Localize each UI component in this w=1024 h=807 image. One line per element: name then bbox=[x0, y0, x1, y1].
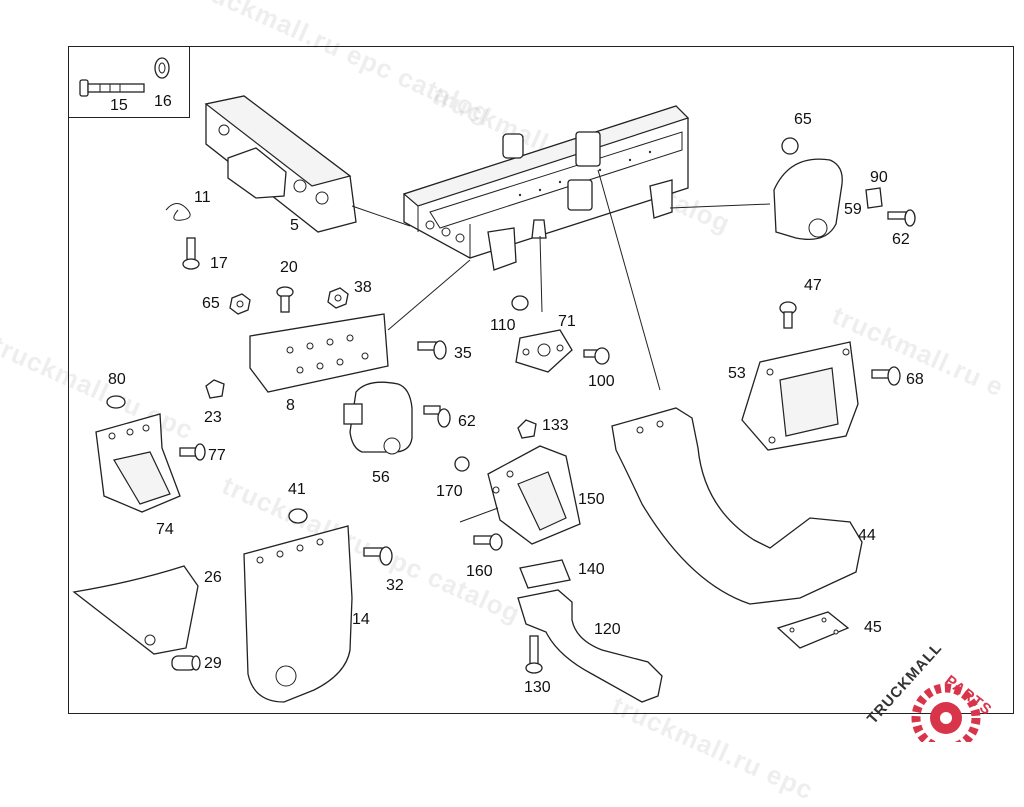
bracket-120 bbox=[517, 589, 663, 703]
leader-line-160 bbox=[459, 507, 499, 523]
bolt-62-lower bbox=[423, 405, 451, 428]
callout-16: 16 bbox=[154, 93, 172, 110]
plate-90 bbox=[865, 187, 883, 209]
washer-170 bbox=[454, 456, 470, 472]
callout-170: 170 bbox=[436, 483, 463, 500]
callout-130: 130 bbox=[524, 679, 551, 696]
bolt-20 bbox=[276, 286, 294, 313]
callout-53: 53 bbox=[728, 365, 746, 382]
callout-100: 100 bbox=[588, 373, 615, 390]
bracket-150 bbox=[487, 445, 581, 545]
spring-shackle-56 bbox=[343, 381, 413, 455]
bolt-17 bbox=[182, 237, 200, 270]
washer-16 bbox=[154, 57, 170, 79]
callout-35: 35 bbox=[454, 345, 472, 362]
chassis-frame bbox=[402, 105, 690, 271]
callout-90: 90 bbox=[870, 169, 888, 186]
washer-80 bbox=[106, 395, 126, 409]
callout-20: 20 bbox=[280, 259, 298, 276]
plate-45 bbox=[776, 611, 850, 649]
bolt-68 bbox=[871, 366, 901, 386]
bolt-130 bbox=[525, 635, 543, 674]
callout-59: 59 bbox=[844, 201, 862, 218]
callout-68: 68 bbox=[906, 371, 924, 388]
bracket-44 bbox=[611, 407, 863, 605]
nut-38 bbox=[327, 287, 349, 309]
bushing-29 bbox=[171, 655, 201, 671]
shackle-59 bbox=[773, 158, 843, 241]
callout-110: 110 bbox=[490, 317, 516, 334]
truckmall-logo bbox=[911, 683, 981, 750]
crossmember-5 bbox=[204, 95, 357, 233]
leader-line-59 bbox=[669, 203, 771, 209]
washer-110 bbox=[511, 295, 529, 311]
callout-14: 14 bbox=[352, 611, 370, 628]
callout-23: 23 bbox=[204, 409, 222, 426]
bolt-77 bbox=[179, 443, 206, 461]
callout-160: 160 bbox=[466, 563, 493, 580]
callout-150: 150 bbox=[578, 491, 605, 508]
exploded-view-drawing bbox=[72, 57, 916, 703]
callout-47: 47 bbox=[804, 277, 822, 294]
bolt-160 bbox=[473, 533, 503, 551]
callout-8: 8 bbox=[286, 397, 295, 414]
bracket-53 bbox=[741, 341, 859, 451]
leader-line-8 bbox=[387, 259, 471, 331]
callout-62b: 62 bbox=[892, 231, 910, 248]
bracket-74 bbox=[95, 413, 181, 513]
callout-11: 11 bbox=[194, 189, 211, 206]
bracket-26 bbox=[72, 565, 199, 655]
callout-71: 71 bbox=[558, 313, 576, 330]
callout-65b: 65 bbox=[794, 111, 812, 128]
bolt-62-right bbox=[887, 209, 916, 227]
spring-clip-11 bbox=[165, 203, 191, 221]
bolt-32 bbox=[363, 546, 393, 566]
washer-65-right bbox=[781, 137, 799, 155]
nut-23 bbox=[205, 379, 225, 399]
callout-41: 41 bbox=[288, 481, 306, 498]
callout-26: 26 bbox=[204, 569, 222, 586]
bolt-15 bbox=[79, 79, 145, 97]
mount-71 bbox=[515, 329, 573, 373]
callout-38: 38 bbox=[354, 279, 372, 296]
leader-line-44 bbox=[597, 169, 661, 391]
callout-120: 120 bbox=[594, 621, 621, 638]
bolt-47 bbox=[779, 301, 797, 329]
leader-line-71 bbox=[539, 235, 543, 313]
nut-133 bbox=[517, 419, 537, 439]
callout-74: 74 bbox=[156, 521, 174, 538]
callout-44: 44 bbox=[858, 527, 876, 544]
bracket-14 bbox=[243, 525, 353, 703]
diagram-frame bbox=[68, 46, 1014, 714]
callout-140: 140 bbox=[578, 561, 605, 578]
callout-56: 56 bbox=[372, 469, 390, 486]
callout-62a: 62 bbox=[458, 413, 476, 430]
bracket-plate-8 bbox=[249, 313, 389, 393]
callout-45: 45 bbox=[864, 619, 882, 636]
pad-140 bbox=[519, 559, 571, 589]
bolt-100 bbox=[583, 347, 610, 365]
callout-17: 17 bbox=[210, 255, 228, 272]
callout-29: 29 bbox=[204, 655, 222, 672]
leader-line-5 bbox=[351, 205, 411, 227]
inset-box bbox=[68, 46, 190, 118]
callout-15: 15 bbox=[110, 97, 128, 114]
callout-5: 5 bbox=[290, 217, 299, 234]
callout-65a: 65 bbox=[202, 295, 220, 312]
callout-133: 133 bbox=[542, 417, 569, 434]
bolt-35 bbox=[417, 340, 447, 360]
washer-41 bbox=[288, 508, 308, 524]
nut-65 bbox=[229, 293, 251, 315]
callout-32: 32 bbox=[386, 577, 404, 594]
callout-80: 80 bbox=[108, 371, 126, 388]
callout-77: 77 bbox=[208, 447, 226, 464]
